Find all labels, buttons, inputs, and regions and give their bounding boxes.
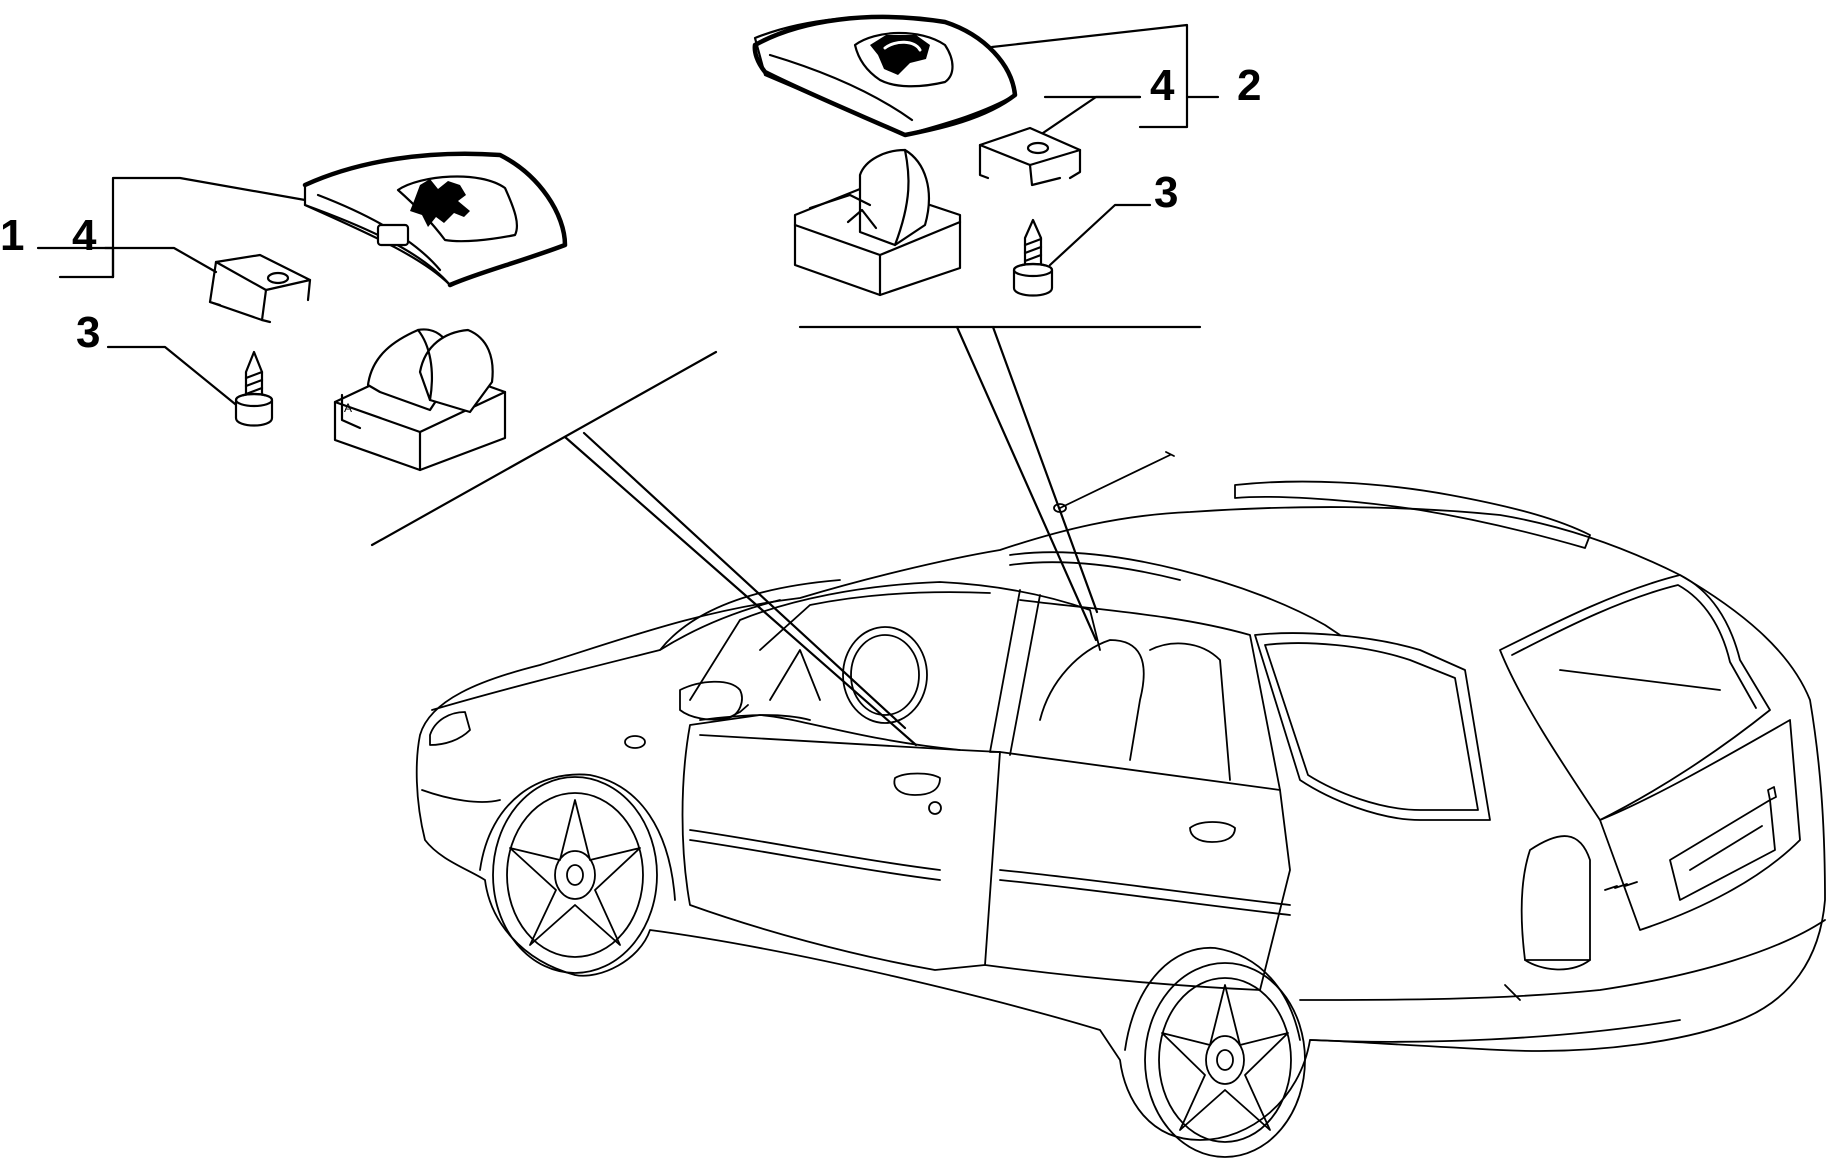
right-switch-group: 4 2 3 [752, 14, 1261, 297]
right-screw [1012, 203, 1152, 297]
station-wagon-car [415, 451, 1826, 1158]
antenna [1059, 451, 1175, 509]
callout-left-screw: 3 [76, 308, 100, 357]
svg-text:A: A [344, 401, 352, 415]
callout-right-cover: 2 [1237, 61, 1261, 110]
callout-left-cover: 1 [0, 211, 24, 260]
left-screw [106, 345, 274, 427]
callout-right-clip: 4 [1150, 61, 1175, 110]
right-bracket-lines [990, 23, 1220, 137]
left-window-switch: A [333, 328, 507, 472]
right-window-switch [793, 148, 962, 297]
left-bracket-lines [36, 176, 307, 279]
callout-right-screw: 3 [1154, 168, 1178, 217]
left-switch-cover [302, 151, 568, 288]
left-switch-group: 1 4 3 [0, 151, 568, 472]
left-mounting-clip [208, 253, 312, 324]
callout-left-clip: 4 [72, 211, 97, 260]
right-switch-cover [752, 14, 1018, 138]
right-mounting-clip [978, 126, 1082, 187]
